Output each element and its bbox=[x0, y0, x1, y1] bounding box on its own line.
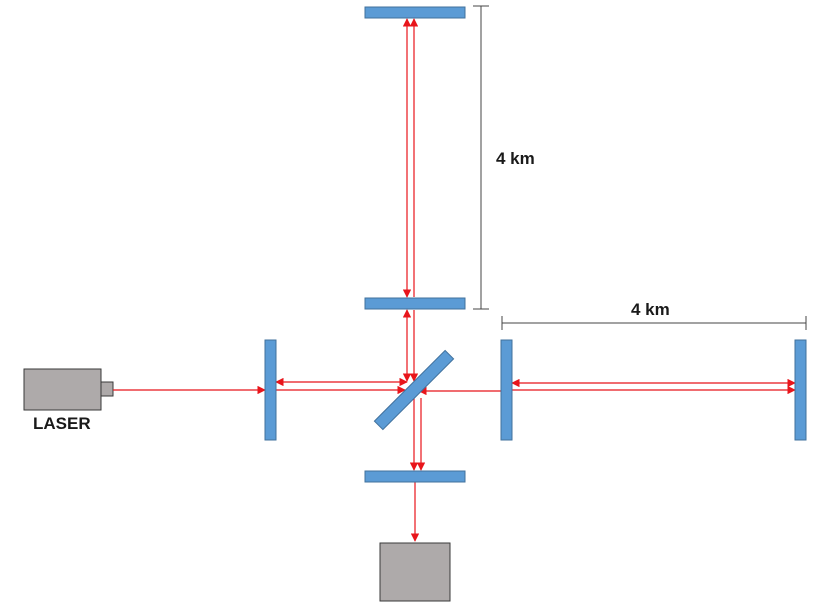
laser-label: LASER bbox=[33, 414, 91, 433]
north-end-mirror bbox=[364, 6, 466, 19]
signal-recycling-mirror bbox=[364, 470, 466, 483]
east-end-mirror bbox=[794, 339, 807, 441]
photodetector bbox=[379, 542, 451, 602]
laser-beams bbox=[113, 18, 796, 542]
arm-horizontal-length-label: 4 km bbox=[631, 300, 670, 319]
laser-source bbox=[23, 368, 114, 411]
laser-body bbox=[23, 368, 102, 411]
dimension-vertical bbox=[473, 5, 489, 310]
beam-splitter bbox=[373, 349, 455, 431]
laser-aperture bbox=[100, 381, 114, 397]
north-input-mirror bbox=[364, 297, 466, 310]
dimension-horizontal bbox=[501, 316, 807, 330]
power-recycling-mirror bbox=[264, 339, 277, 441]
mirrors bbox=[264, 6, 807, 483]
arm-vertical-length-label: 4 km bbox=[496, 149, 535, 168]
east-input-mirror bbox=[500, 339, 513, 441]
